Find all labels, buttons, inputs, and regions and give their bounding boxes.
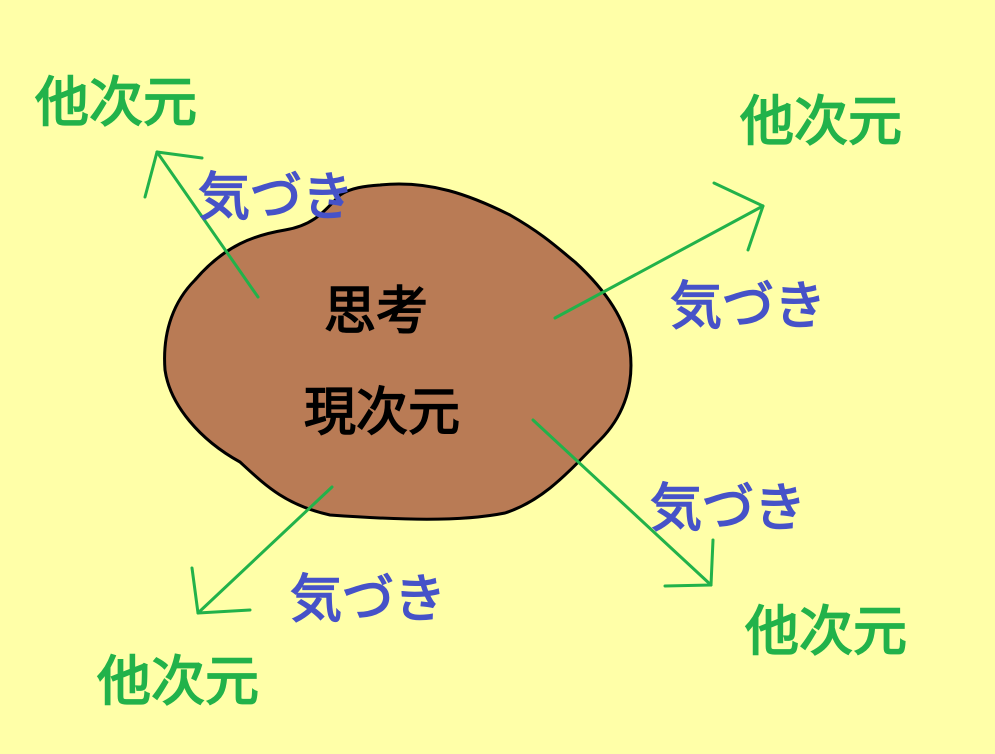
current-dimension-label: 現次元 bbox=[304, 383, 460, 443]
other-dimension-label-top-left: 他次元 bbox=[34, 71, 197, 134]
other-dimension-label-bottom-left: 他次元 bbox=[96, 650, 259, 713]
awareness-label-top-left: 気づき bbox=[198, 168, 354, 228]
current-dimension-blob bbox=[163, 182, 633, 521]
arrow-top-left bbox=[143, 150, 260, 299]
other-dimension-label-bottom-right: 他次元 bbox=[744, 600, 907, 663]
arrow-bottom-left bbox=[190, 485, 334, 615]
arrow-bottom-right bbox=[531, 418, 715, 588]
arrow-top-right bbox=[553, 181, 765, 320]
awareness-label-bottom-right: 気づき bbox=[650, 479, 806, 539]
awareness-label-bottom-left: 気づき bbox=[290, 570, 446, 630]
thought-label: 思考 bbox=[324, 282, 428, 342]
awareness-label-top-right: 気づき bbox=[670, 277, 826, 337]
other-dimension-label-top-right: 他次元 bbox=[739, 90, 902, 153]
